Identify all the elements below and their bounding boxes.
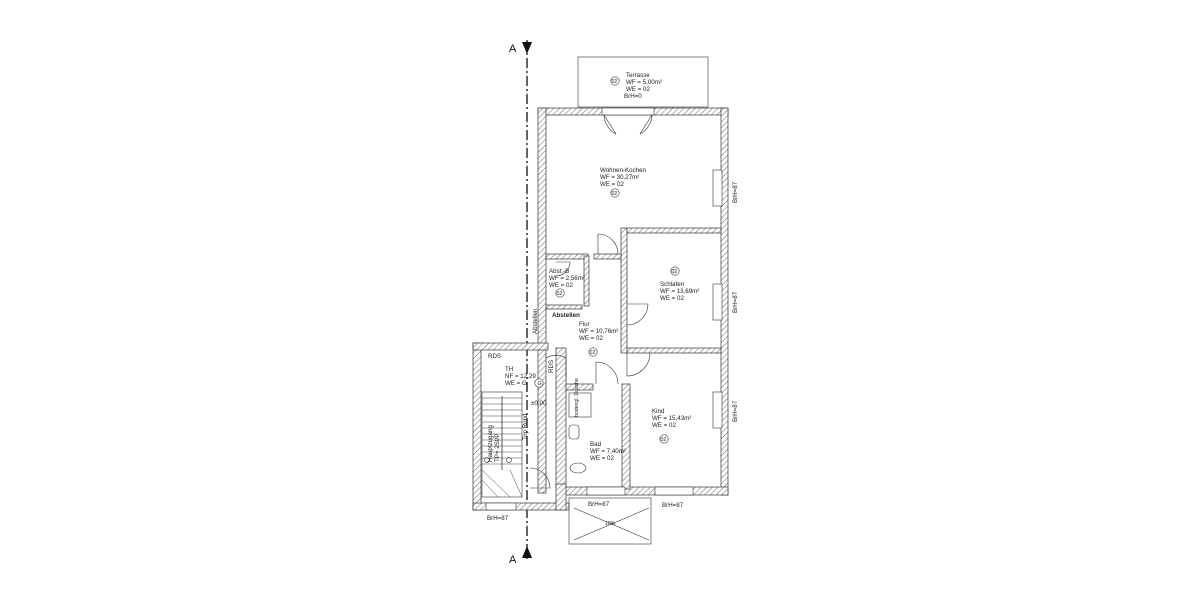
ramp-area [568,497,652,545]
kind-name: Kind [652,408,665,415]
schlafen-unit: WE = 02 [660,295,684,302]
th-unit: WE = G [505,380,527,387]
terrace-name: Terrasse [626,72,650,79]
abst-name: Abst.-B [549,268,569,275]
brh-right-3: BrH=87 [732,400,739,422]
rds-label-1: RDS [488,353,501,360]
terrace-outline [577,56,709,108]
stair-note-label: Top Rond [522,413,529,440]
wohnen-unit: WE = 02 [600,181,624,188]
bathroom-fixtures [568,392,592,474]
section-line-a: A A [509,40,532,566]
abst-badge: 02 [557,291,563,297]
section-arrow-top [522,42,532,54]
th-name: TH [505,366,513,373]
staircase [481,391,523,498]
abstellen-label: Abstellen [552,312,580,319]
ramp-label: 10% [605,521,616,527]
wohnen-badge: 02 [612,191,618,197]
schlafen-area: WF = 13,69m² [660,288,699,295]
bad-shower-label: bodengl. Dusche [574,378,580,417]
bad-unit: WE = 02 [590,455,614,462]
bad-name: Bad [590,441,602,448]
door-swings [529,233,651,489]
room-badges [534,76,680,444]
brh-right-2: BrH=87 [732,291,739,313]
stair-steps-label: TP= 2St/P [494,434,501,462]
stair-label: Hauptzugang [487,425,494,462]
flur-name: Flur [579,321,590,328]
flur-unit: WE = 02 [579,335,603,342]
brh-bottom-1: BrH=87 [588,501,610,508]
terrace-area: WF = 5,00m² [626,79,662,86]
wohnen-name: Wohnen-Kochen [600,167,647,174]
section-label-top: A [509,43,517,55]
rds-label-2: RDS [548,360,555,373]
kind-unit: WE = 02 [652,422,676,429]
kind-badge: 02 [661,437,667,443]
flur-badge: 02 [590,350,596,356]
abst-unit: WE = 02 [549,282,573,289]
abst-area: WF = 2,56m² [549,275,585,282]
windows [485,169,723,511]
terrace-brh: BrH=0 [624,93,642,100]
th-area: NF = 12,29 [505,373,536,380]
terrace-door [601,107,655,135]
kind-area: WF = 15,43m² [652,415,691,422]
th-badge: G [538,381,542,387]
schlafen-badge: 02 [672,269,678,275]
section-label-bottom: A [509,554,517,566]
schlafen-name: Schlafen [660,281,685,288]
brh-right-1: BrH=87 [732,181,739,203]
level-label: ±0.00 [531,400,547,407]
abstellen-vertical-label: Abstellen [532,308,539,334]
interior-walls [545,227,722,511]
brh-bottom-2: BrH=87 [662,502,684,509]
terrace-badge: 02 [612,79,618,85]
section-arrow-bottom [522,546,532,558]
flur-area: WF = 10,76m² [579,328,618,335]
terrace-unit: WE = 02 [626,86,650,93]
wohnen-area: WF = 30,27m² [600,174,639,181]
bad-area: WF = 7,40m² [590,448,626,455]
brh-bottom-left: BrH=87 [487,515,509,522]
